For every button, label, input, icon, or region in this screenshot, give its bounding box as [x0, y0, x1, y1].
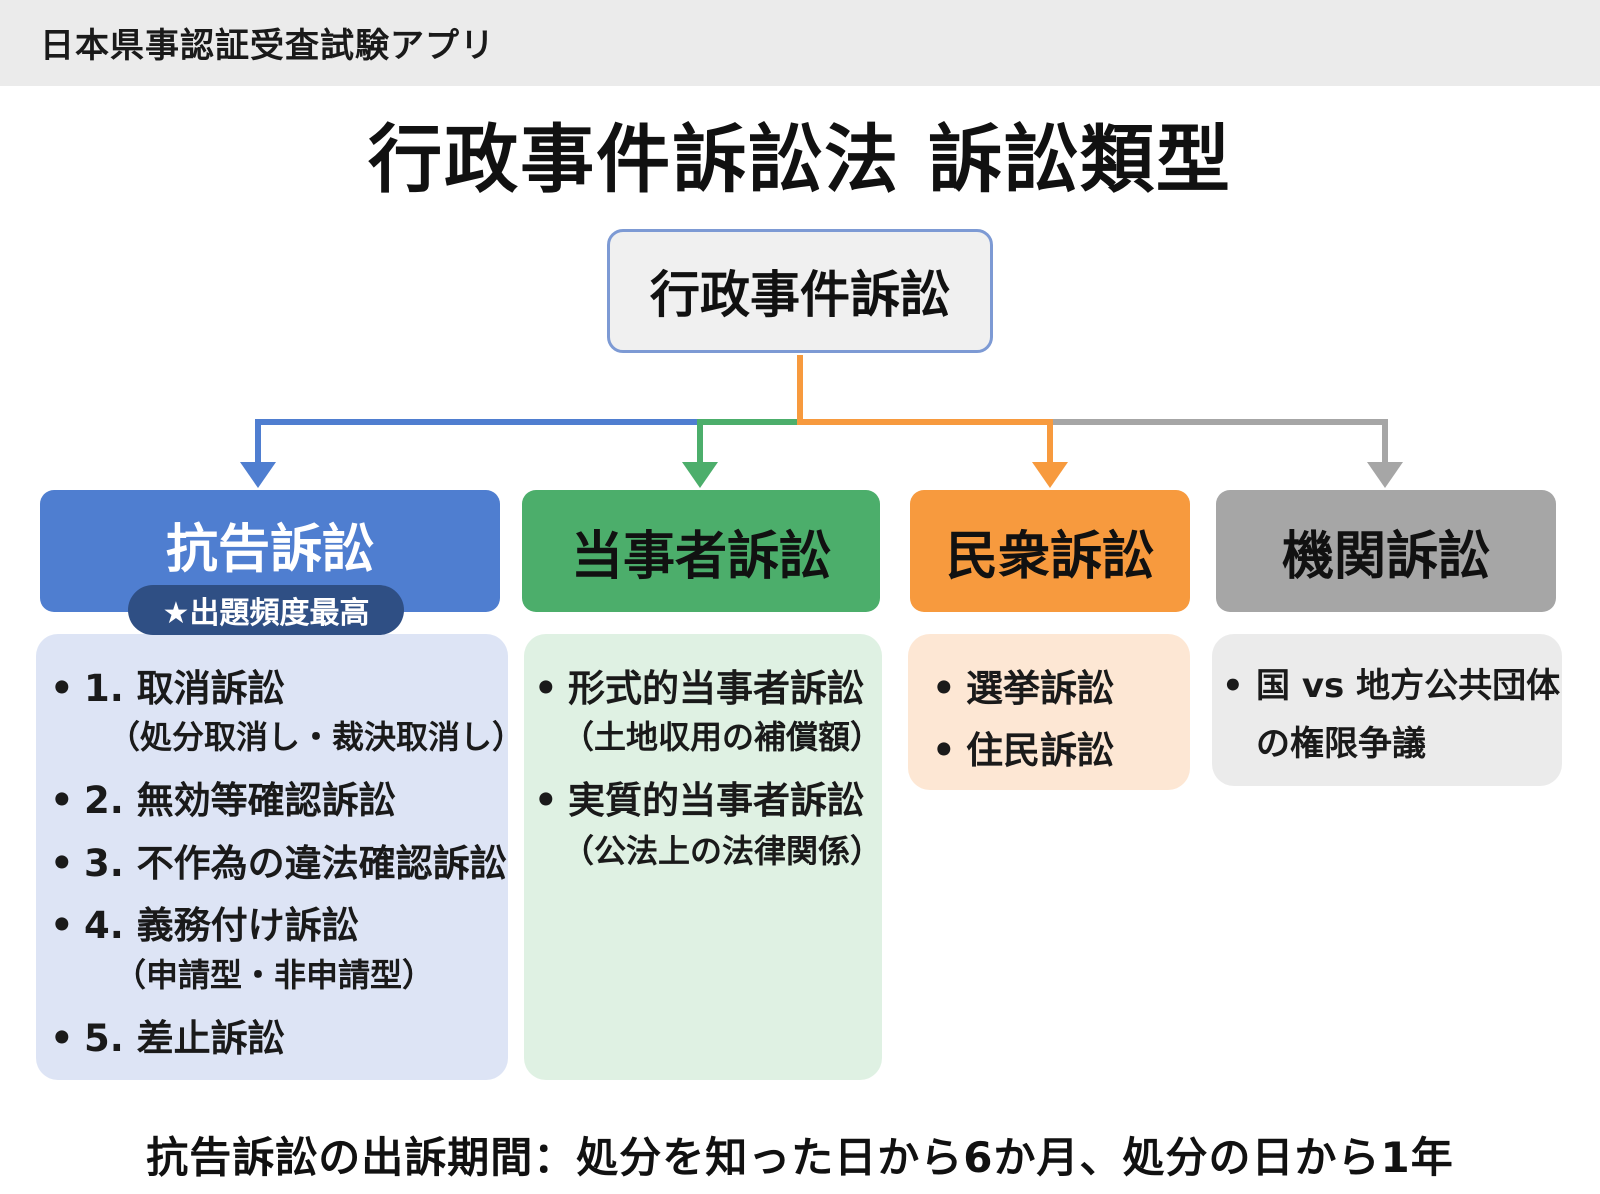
frequency-badge: ★出題頻度最高: [128, 585, 404, 635]
list-item: •選挙訴訟: [932, 658, 1114, 712]
bullet: •: [50, 1017, 74, 1060]
list-item: • 国 vs 地方公共団体: [1222, 658, 1560, 707]
root-node: 行政事件訴訟: [607, 229, 993, 353]
category-minshu-header: 民衆訴訟: [910, 490, 1190, 612]
category-tojisha-panel: [524, 634, 882, 1080]
list-item: •3. 不作為の違法確認訴訟: [50, 833, 507, 887]
list-item: •実質的当事者訴訟: [534, 770, 864, 824]
top-bar: 日本県事認証受査試験アプリ: [0, 0, 1600, 86]
item-label-continued: の権限争議: [1256, 724, 1426, 764]
item-note: （処分取消し・裁決取消し）: [108, 718, 525, 756]
app-title: 日本県事認証受査試験アプリ: [40, 26, 495, 66]
item-note: （公法上の法律関係）: [562, 832, 883, 870]
bullet: •: [932, 667, 956, 710]
item-note: （申請型・非申請型）: [114, 956, 435, 994]
bullet: •: [50, 842, 74, 885]
category-kokoku-panel: [36, 634, 508, 1080]
item-label: 選挙訴訟: [966, 667, 1114, 710]
item-label: 国 vs 地方公共団体: [1256, 666, 1561, 706]
item-label: 2. 無効等確認訴訟: [84, 779, 396, 822]
connector-minshu: [797, 355, 1068, 488]
bullet: •: [50, 779, 74, 822]
list-item: •4. 義務付け訴訟: [50, 895, 359, 949]
item-label: 住民訴訟: [966, 729, 1114, 772]
category-minshu-panel: [908, 634, 1190, 790]
connector-tojisha: [682, 419, 800, 488]
item-label: 1. 取消訴訟: [84, 667, 285, 710]
connector-kikan: [1050, 419, 1403, 488]
category-kikan-header: 機関訴訟: [1216, 490, 1556, 612]
bullet: •: [534, 779, 558, 822]
diagram-title: 行政事件訴訟法 訴訟類型: [368, 117, 1232, 203]
bullet: •: [534, 667, 558, 710]
list-item: •住民訴訟: [932, 720, 1114, 774]
connector-kokoku: [240, 419, 700, 488]
bullet: •: [50, 904, 74, 947]
category-tojisha-header: 当事者訴訟: [522, 490, 880, 612]
item-label: 実質的当事者訴訟: [568, 779, 864, 822]
bullet: •: [50, 667, 74, 710]
item-note: （土地収用の補償額）: [562, 718, 883, 756]
bullet: •: [1222, 666, 1244, 706]
item-label: 形式的当事者訴訟: [568, 667, 864, 710]
category-kikan-panel: [1212, 634, 1562, 786]
list-item: •形式的当事者訴訟: [534, 658, 864, 712]
item-label: 3. 不作為の違法確認訴訟: [84, 842, 507, 885]
bullet: •: [932, 729, 956, 772]
list-item: •5. 差止訴訟: [50, 1008, 285, 1062]
item-label: 5. 差止訴訟: [84, 1017, 285, 1060]
item-label: 4. 義務付け訴訟: [84, 904, 359, 947]
filing-period-note: 抗告訴訟の出訴期間：処分を知った日から6か月、処分の日から1年: [146, 1133, 1454, 1182]
list-item: •1. 取消訴訟: [50, 658, 285, 712]
list-item: •2. 無効等確認訴訟: [50, 770, 396, 824]
